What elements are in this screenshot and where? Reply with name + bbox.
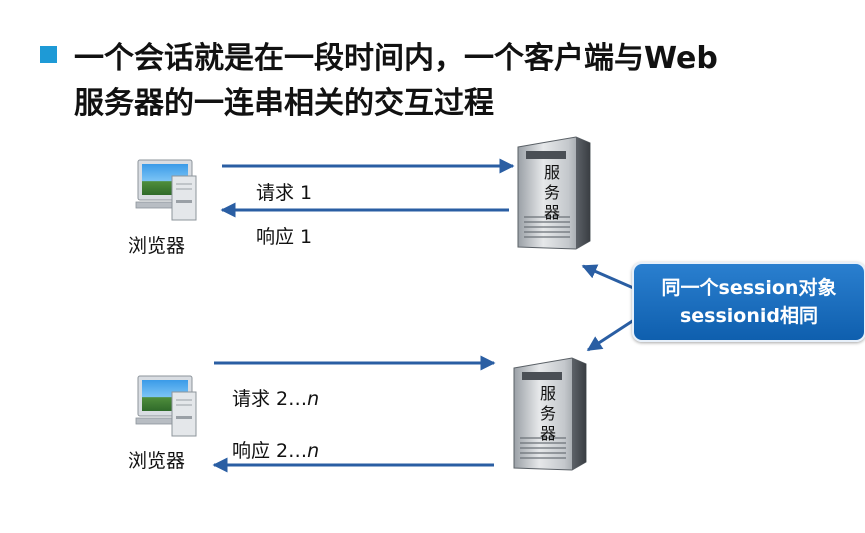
title-line-1: 一个会话就是在一段时间内，一个客户端与Web <box>74 41 718 76</box>
response-label-bottom-text: 响应 2… <box>232 440 308 462</box>
request-label-bottom-text: 请求 2… <box>232 388 308 410</box>
request-label-bottom-var: n <box>307 388 320 410</box>
desktop-computer-icon <box>135 375 197 437</box>
request-label-top: 请求 1 <box>256 182 313 204</box>
callout-line-1: 同一个session对象 <box>661 277 837 299</box>
browser-label-bottom: 浏览器 <box>128 450 186 472</box>
title-line-2: 服务器的一连串相关的交互过程 <box>74 86 494 121</box>
server-tower-icon <box>513 357 587 471</box>
server-label-bottom: 服务器 <box>539 384 556 443</box>
request-label-bottom: 请求 2…n <box>232 384 319 411</box>
session-callout: 同一个session对象 sessionid相同 <box>632 262 865 342</box>
callout-arrow-to-bottom-server <box>586 318 635 352</box>
response-label-top: 响应 1 <box>256 226 313 248</box>
desktop-computer-icon <box>135 159 197 221</box>
response-label-bottom: 响应 2…n <box>232 436 319 463</box>
server-tower-icon <box>517 136 591 250</box>
callout-line-2: sessionid相同 <box>679 305 819 327</box>
server-label-top: 服务器 <box>543 163 560 222</box>
callout-arrow-to-top-server <box>581 264 639 292</box>
title-bullet <box>40 46 57 63</box>
slide-title: 一个会话就是在一段时间内，一个客户端与Web 服务器的一连串相关的交互过程 <box>74 36 854 126</box>
response-label-bottom-var: n <box>307 440 320 462</box>
browser-label-top: 浏览器 <box>128 235 186 257</box>
